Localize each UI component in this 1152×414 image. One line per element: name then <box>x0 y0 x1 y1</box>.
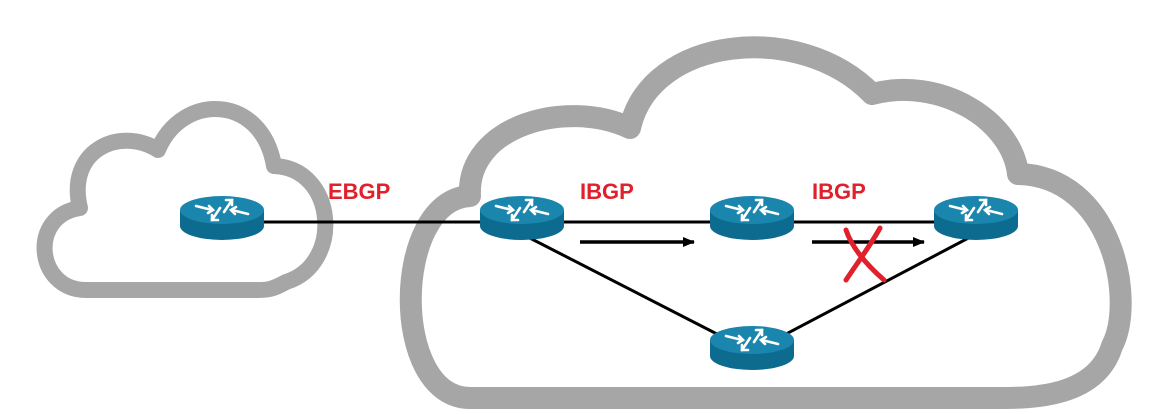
router-icon <box>178 194 266 242</box>
ebgp-label: EBGP <box>328 179 390 204</box>
physical-link-lower-far <box>751 232 977 354</box>
router-icon <box>478 194 566 242</box>
blocked-x-mark <box>843 225 887 283</box>
physical-link-edge-lower <box>521 232 753 354</box>
internal-as-cloud <box>399 36 1132 409</box>
ibgp-label-2: IBGP <box>812 179 866 204</box>
external-as-cloud <box>36 101 334 298</box>
router-icon <box>708 194 796 242</box>
ibgp-label-1: IBGP <box>580 179 634 204</box>
router-icon <box>932 194 1020 242</box>
router-icon <box>708 324 796 372</box>
